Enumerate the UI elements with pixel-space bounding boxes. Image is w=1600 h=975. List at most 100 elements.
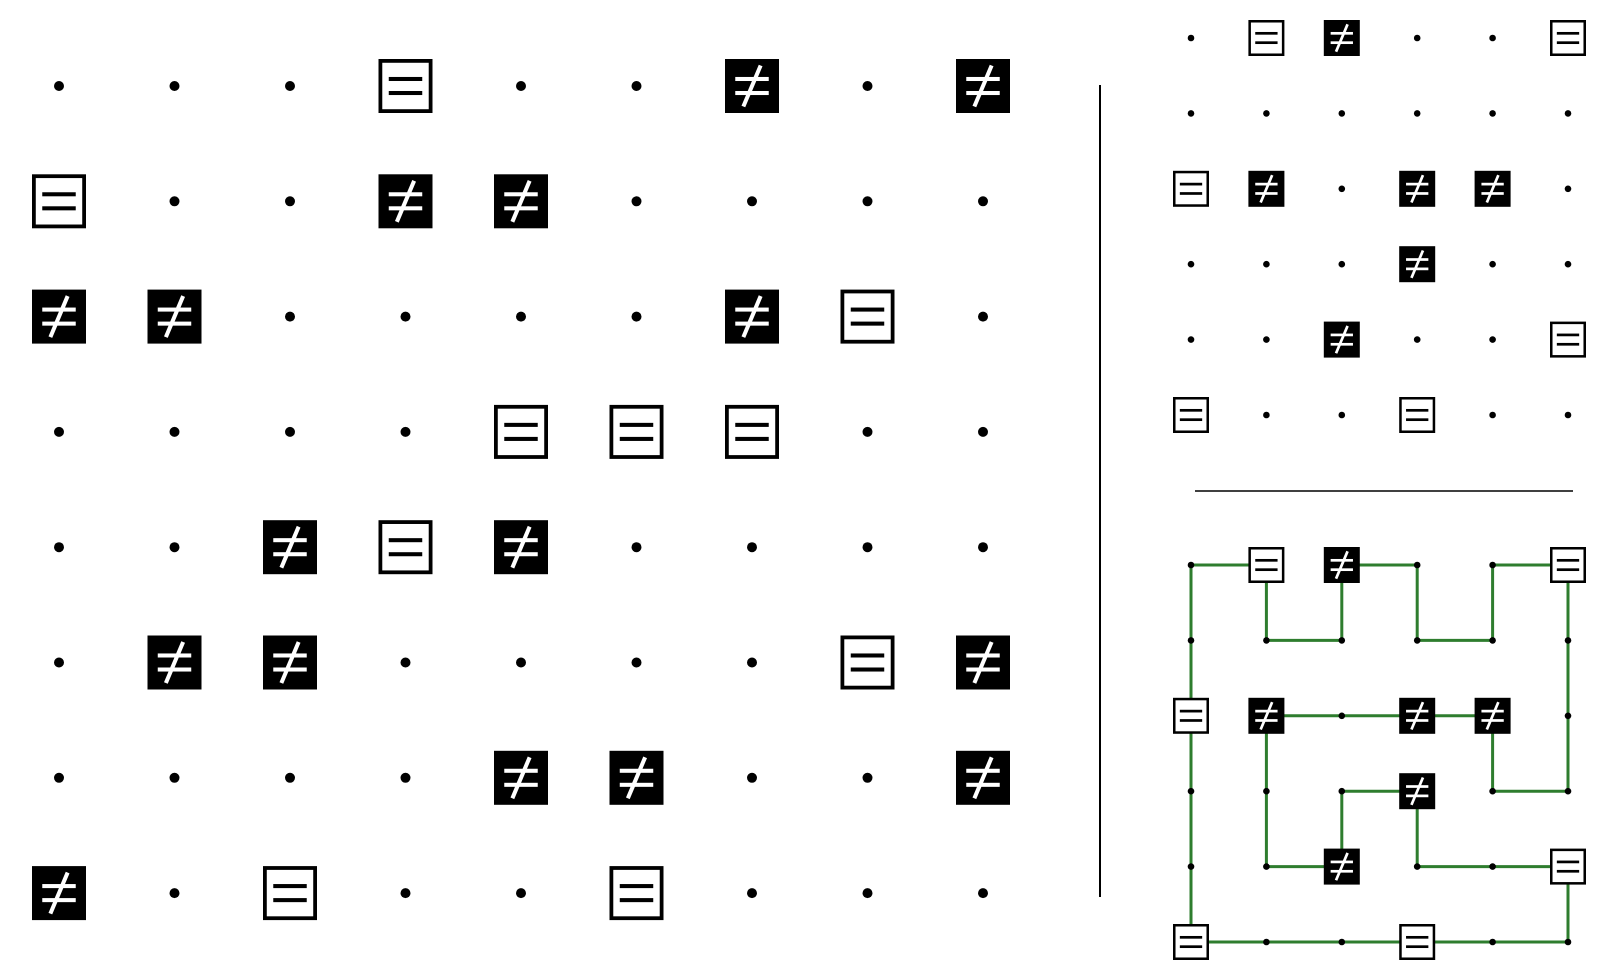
grid-dot [1263,863,1270,870]
equal-sign-icon [494,404,549,459]
grid-dot [400,426,411,437]
not-equal-sign-icon [1399,170,1436,207]
equal-sign-icon [1399,397,1436,434]
grid-dot [1263,336,1270,343]
grid-dot [1338,411,1346,419]
not-equal-sign-icon [725,289,779,344]
not-equal-sign-icon [494,174,548,229]
grid-dot [1564,260,1572,268]
not-equal-sign-icon [1399,246,1436,283]
grid-dot [1413,637,1421,644]
grid-dot [1263,411,1270,419]
equal-sign-icon [1248,547,1285,584]
grid-dot [285,196,295,207]
not-equal-sign-icon [494,520,548,575]
grid-dot [862,81,873,91]
grid-dot [1187,34,1195,42]
equal-sign-icon [1173,397,1210,434]
grid-dot [747,196,757,207]
not-equal-sign-icon [956,59,1010,113]
equal-sign-icon [378,520,433,575]
grid-dot [978,426,988,437]
equal-sign-icon [609,404,664,459]
grid-dot [1413,561,1421,569]
equal-sign-icon [1173,924,1210,961]
grid-dot [978,196,988,207]
not-equal-sign-icon [147,635,202,690]
equal-sign-icon [609,866,664,921]
grid-dot [978,888,988,899]
not-equal-sign-icon [1474,697,1511,734]
not-equal-sign-icon [956,635,1010,690]
grid-dot [747,888,757,899]
grid-dot [516,311,526,322]
grid-dot [1564,637,1572,644]
grid-dot [1489,411,1496,419]
main-puzzle-grid [31,58,1010,921]
grid-dot [747,772,757,783]
grid-dot [747,657,757,668]
grid-dot [169,542,180,553]
grid-dot [1338,637,1346,644]
equal-sign-icon [840,635,895,690]
grid-dot [1489,863,1496,870]
grid-dot [400,657,411,668]
grid-dot [862,542,873,553]
grid-dot [631,657,642,668]
equal-sign-icon [1399,924,1436,961]
not-equal-sign-icon [32,289,86,344]
not-equal-sign-icon [1248,170,1285,207]
grid-dot [631,81,642,91]
grid-dot [1413,863,1421,870]
grid-dot [1187,637,1195,644]
grid-dot [1187,260,1195,268]
grid-dot [1413,336,1421,343]
grid-dot [1187,561,1195,569]
not-equal-sign-icon [1323,321,1360,358]
grid-dot [862,426,873,437]
grid-dot [169,196,180,207]
grid-dot [1263,787,1270,795]
equal-sign-icon [263,866,318,921]
grid-dot [1564,712,1572,720]
grid-dot [1489,637,1496,644]
grid-dot [285,311,295,322]
grid-dot [1338,787,1346,795]
grid-dot [1263,260,1270,268]
equal-sign-icon [1550,848,1587,885]
grid-dot [516,81,526,91]
grid-dot [285,426,295,437]
grid-dot [400,888,411,899]
grid-dot [54,426,64,437]
equal-sign-icon [1550,321,1587,358]
not-equal-sign-icon [378,174,433,229]
grid-dot [285,772,295,783]
grid-dot [631,542,642,553]
equal-sign-icon [1550,20,1587,56]
equal-sign-icon [1248,20,1285,56]
not-equal-sign-icon [1399,773,1436,810]
not-equal-sign-icon [494,750,548,805]
grid-dot [978,542,988,553]
not-equal-sign-icon [32,866,86,921]
grid-dot [1564,787,1572,795]
grid-dot [1489,260,1496,268]
grid-dot [1263,110,1270,117]
grid-dot [631,311,642,322]
grid-dot [54,542,64,553]
grid-dot [631,196,642,207]
grid-dot [862,196,873,207]
grid-dot [516,888,526,899]
grid-dot [1564,938,1572,946]
grid-dot [400,311,411,322]
grid-dot [1338,185,1346,193]
grid-dot [1413,110,1421,117]
grid-dot [169,81,180,91]
grid-dot [54,772,64,783]
not-equal-sign-icon [1399,697,1436,734]
grid-dot [1187,863,1195,870]
not-equal-sign-icon [263,520,317,575]
grid-dot [1338,938,1346,946]
equal-sign-icon [1173,170,1210,207]
